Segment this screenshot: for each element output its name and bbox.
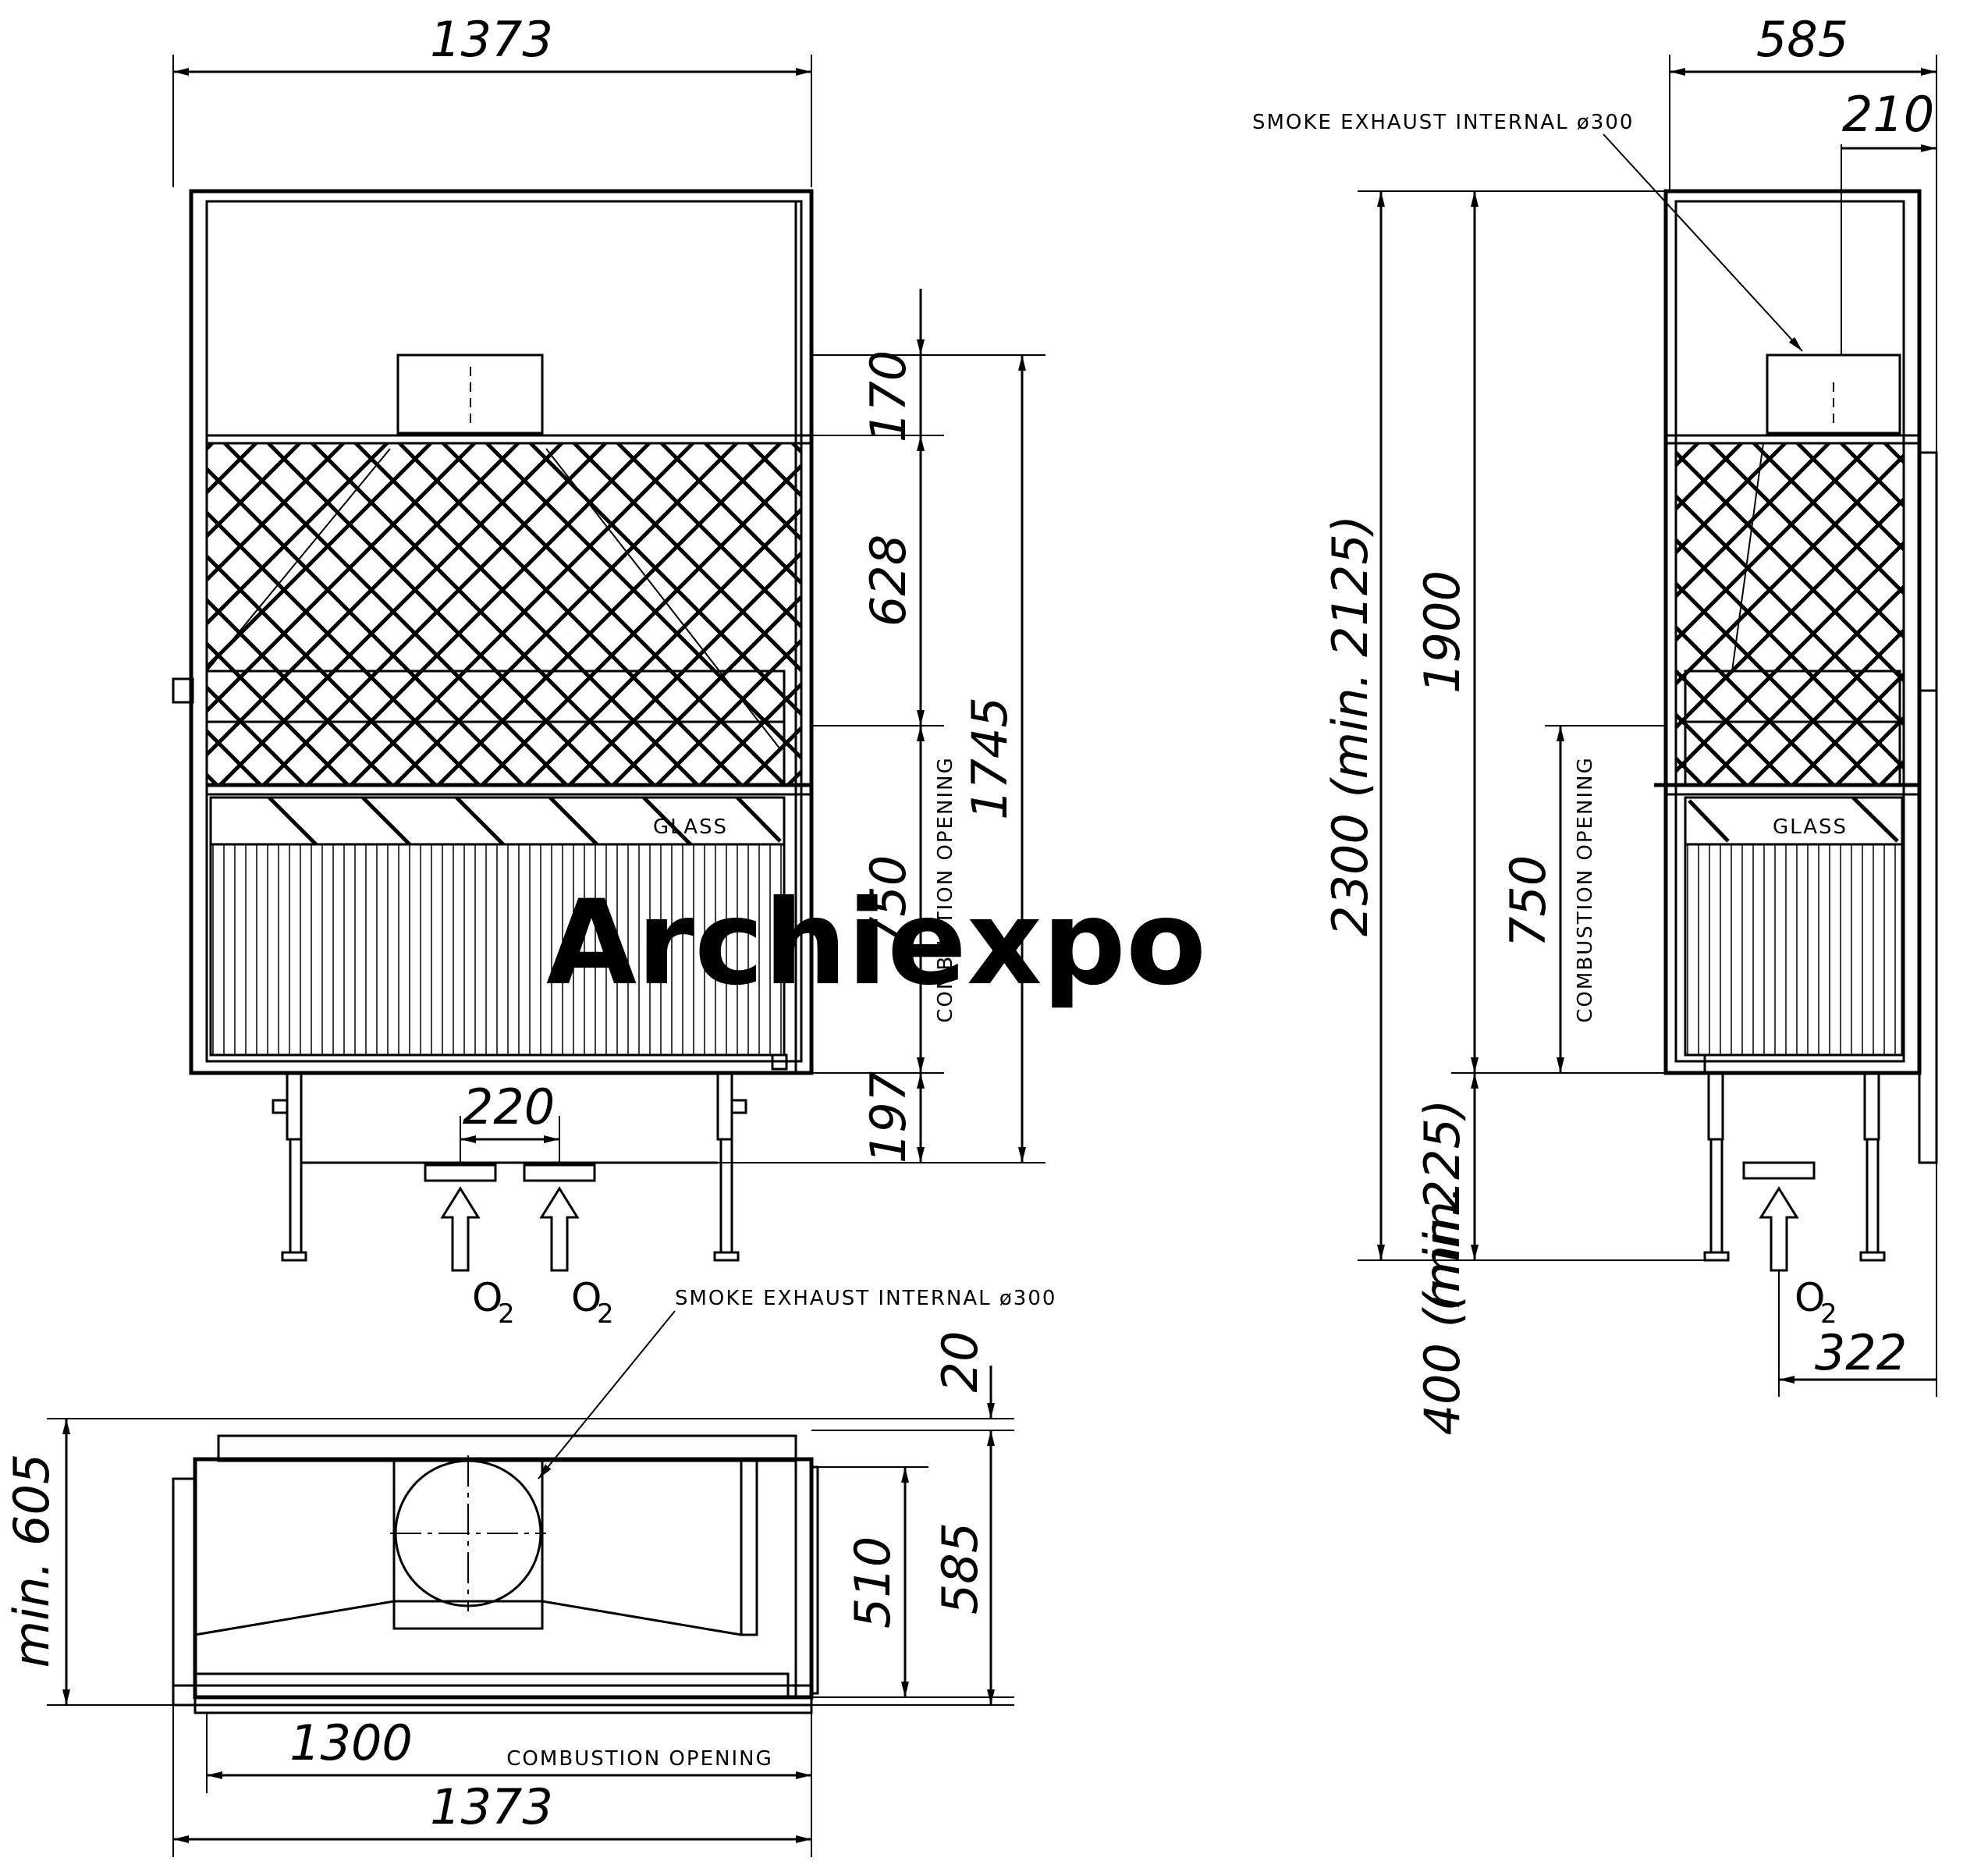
- front-dim-628: 628: [860, 535, 917, 627]
- front-o2-arrow-1: [440, 1186, 481, 1272]
- top-view-sash: [172, 1684, 813, 1707]
- top-min-depth-dim: min. 605: [3, 1454, 60, 1668]
- top-outer-depth-dim: 585: [932, 1522, 989, 1615]
- front-overall-height-dim: 1745: [961, 697, 1018, 820]
- side-floor-height-dim: 400 (min.: [1414, 1202, 1471, 1436]
- side-glass-label: GLASS: [1773, 815, 1848, 839]
- svg-text:2: 2: [597, 1298, 614, 1330]
- top-smoke-exhaust-label: SMOKE EXHAUST INTERNAL ø300: [675, 1287, 1056, 1310]
- side-view: 585 210 SMOKE EXHAUST INTERNAL ø300 GLAS…: [1252, 11, 1938, 1436]
- flue-collar: [396, 353, 544, 435]
- front-view: 1373 GLASS: [172, 11, 1045, 1330]
- front-combustion-opening-label: COMBUSTION OPENING: [934, 756, 957, 1022]
- side-mesh: [1676, 443, 1904, 785]
- top-view: SMOKE EXHAUST INTERNAL ø300 20 585 510 m…: [3, 1287, 1056, 1857]
- front-glass-label: GLASS: [653, 815, 728, 839]
- top-opening-width-dim: 1300: [289, 1714, 413, 1771]
- side-o2-arrow: [1759, 1186, 1799, 1272]
- side-o2-label: O: [1795, 1275, 1825, 1320]
- front-dim-197: 197: [860, 1071, 917, 1163]
- top-overall-width-dim: 1373: [430, 1778, 553, 1835]
- front-dim-170: 170: [860, 350, 917, 442]
- front-right-leg: [713, 1071, 747, 1262]
- side-combustion-opening-label: COMBUSTION OPENING: [1574, 756, 1597, 1022]
- side-base-min-prefix: (min.: [1414, 1186, 1471, 1312]
- top-combustion-opening-label: COMBUSTION OPENING: [506, 1747, 772, 1771]
- front-o2-label-1: O: [472, 1275, 502, 1320]
- front-o2-label-2: O: [571, 1275, 602, 1320]
- front-width-dim: 1373: [430, 11, 553, 68]
- front-dim-750: 750: [860, 855, 917, 947]
- side-depth-dim: 585: [1756, 11, 1848, 68]
- side-inlet-offset-dim: 322: [1815, 1324, 1907, 1381]
- side-opening-height-dim: 750: [1500, 855, 1557, 947]
- side-right-leg: [1859, 1071, 1886, 1262]
- svg-text:2: 2: [1820, 1298, 1837, 1330]
- front-left-leg: [272, 1071, 307, 1262]
- front-o2-arrow-2: [539, 1186, 580, 1272]
- top-inner-depth-dim: 510: [844, 1536, 901, 1629]
- top-wall-gap-dim: 20: [932, 1331, 989, 1393]
- inlet-spacing-dim: 220: [463, 1078, 555, 1135]
- side-room-height-dim: 2300 (min. 2125): [1322, 515, 1379, 936]
- side-hood-height-dim: 1900: [1414, 570, 1471, 694]
- front-mesh: [207, 443, 801, 785]
- side-base-height-dim: 225): [1414, 1099, 1471, 1211]
- side-left-leg: [1703, 1071, 1730, 1262]
- svg-text:2: 2: [498, 1298, 515, 1330]
- side-smoke-exhaust-label: SMOKE EXHAUST INTERNAL ø300: [1252, 111, 1634, 134]
- side-offset-dim: 210: [1842, 86, 1934, 143]
